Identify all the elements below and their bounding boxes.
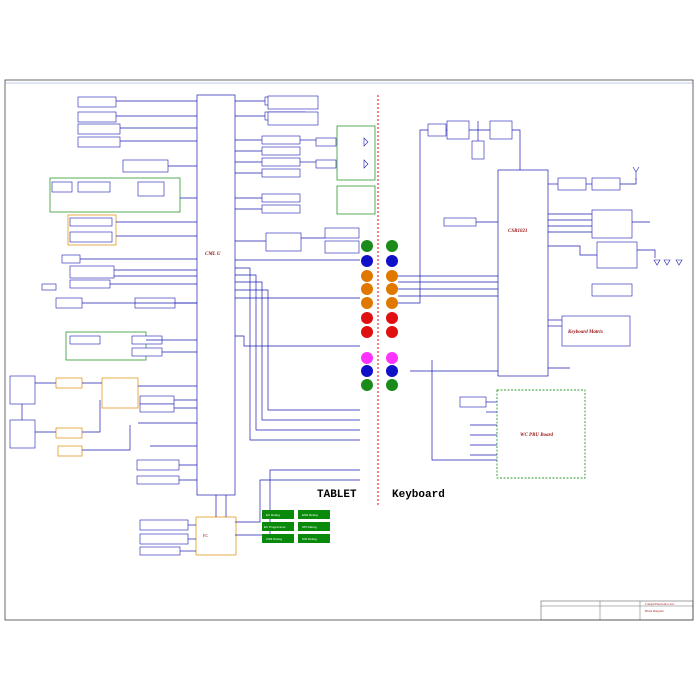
- pogo-pin-left-4: [361, 283, 373, 295]
- led-icons: [363, 137, 683, 266]
- pogo-pin-left-10: [361, 379, 373, 391]
- kb-controller-label: CSR1021: [508, 229, 527, 234]
- debug-button-1-label: EC Debug: [266, 513, 280, 517]
- debug-button-6-label: SIO Debug: [302, 537, 317, 541]
- title-keyboard: Keyboard: [392, 489, 445, 501]
- pogo-pin-right-9: [386, 365, 398, 377]
- pogo-pin-right-5: [386, 297, 398, 309]
- wc-board-label: WC PRU Board: [520, 433, 554, 438]
- title-block-company: Compal Electronics, Inc.: [645, 602, 675, 607]
- debug-button-2[interactable]: [298, 510, 330, 519]
- wc-board-frame: [496, 389, 586, 479]
- pogo-pin-right-2: [386, 255, 398, 267]
- central-chip: CML U: [196, 94, 236, 496]
- pogo-pin-right-6: [386, 312, 398, 324]
- pogo-pin-right-3: [386, 270, 398, 282]
- pogo-pin-left-5: [361, 297, 373, 309]
- pogo-pin-left-7: [361, 326, 373, 338]
- keyboard-matrix-label: Keyboard Matrix: [567, 330, 604, 335]
- title-block: Compal Electronics, Inc. Block Diagram: [540, 600, 694, 621]
- left-modules: EC: [9, 96, 237, 556]
- pogo-pin-left-6: [361, 312, 373, 324]
- pogo-pin-right-1: [386, 240, 398, 252]
- pogo-pin-right-8: [386, 352, 398, 364]
- right-modules: [261, 95, 376, 254]
- debug-button-3-label: EC Programmer: [264, 525, 286, 529]
- debug-button-4-label: SPI Debug: [302, 525, 317, 529]
- pogo-pin-left-8: [361, 352, 373, 364]
- debug-button-5[interactable]: [262, 534, 294, 543]
- pogo-pin-right-7: [386, 326, 398, 338]
- pogo-pin-left-9: [361, 365, 373, 377]
- debug-button-2-label: ESD Debug: [302, 513, 318, 517]
- debug-button-grid: EC Debug ESD Debug EC Programmer SPI Deb…: [262, 510, 330, 543]
- title-tablet: TABLET: [317, 489, 357, 501]
- keyboard-side: CSR1021 Keyboard Matrix WC PRU Board: [427, 120, 638, 479]
- keyboard-wires: [398, 121, 656, 461]
- title-block-sheet: Block Diagram: [645, 609, 664, 613]
- power-chip-label: EC: [203, 533, 208, 538]
- pogo-pin-left-2: [361, 255, 373, 267]
- debug-button-6[interactable]: [298, 534, 330, 543]
- pogo-pin-left-3: [361, 270, 373, 282]
- debug-button-4[interactable]: [298, 522, 330, 531]
- pogo-pin-right-4: [386, 283, 398, 295]
- debug-button-3[interactable]: [262, 522, 294, 531]
- chip-right-wires: [235, 100, 360, 536]
- left-wires: [21, 100, 227, 552]
- central-chip-label: CML U: [205, 252, 221, 257]
- pogo-pins-right: [386, 240, 398, 391]
- debug-button-1[interactable]: [262, 510, 294, 519]
- debug-button-5-label: CSR Debug: [266, 537, 282, 541]
- pogo-pin-left-1: [361, 240, 373, 252]
- sheet-border: [4, 79, 694, 621]
- pogo-pin-right-10: [386, 379, 398, 391]
- pogo-pins-left: [361, 240, 373, 391]
